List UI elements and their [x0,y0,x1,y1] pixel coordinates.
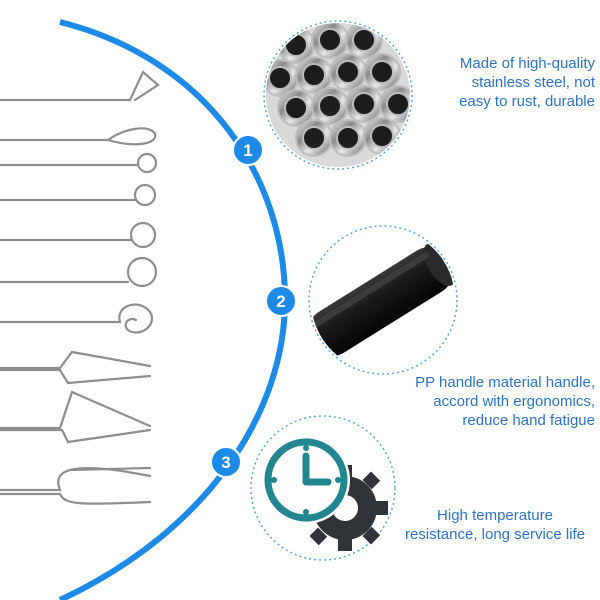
feature-3-line-2: resistance, long service life [404,526,586,543]
clock-gear-icon [250,415,396,561]
badge-2: 2 [265,285,297,317]
clock-icon [262,436,350,524]
accent-arc [58,19,289,600]
badge-1-number: 1 [243,141,252,160]
black-handle-image [308,225,458,375]
badge-2-number: 2 [276,292,285,311]
badge-3-number: 3 [221,453,230,472]
feature-2-line-3: reduce hand fatigue [462,412,595,429]
badge-1: 1 [232,134,264,166]
feature-1-line-1: Made of high-quality [459,55,595,72]
wire-tools-image [0,70,160,505]
feature-2-text: PP handle material handle, accord with e… [385,373,595,430]
feature-2-line-1: PP handle material handle, [415,374,595,391]
feature-1-line-3: easy to rust, durable [459,93,595,110]
stainless-steel-tubes-image [263,20,413,170]
feature-2-line-2: accord with ergonomics, [433,393,595,410]
feature-3-text: High temperature resistance, long servic… [395,506,595,544]
badge-3: 3 [210,446,242,478]
feature-3-line-1: High temperature [437,507,553,524]
feature-1-text: Made of high-quality stainless steel, no… [420,54,595,111]
feature-1-line-2: stainless steel, not [471,74,595,91]
